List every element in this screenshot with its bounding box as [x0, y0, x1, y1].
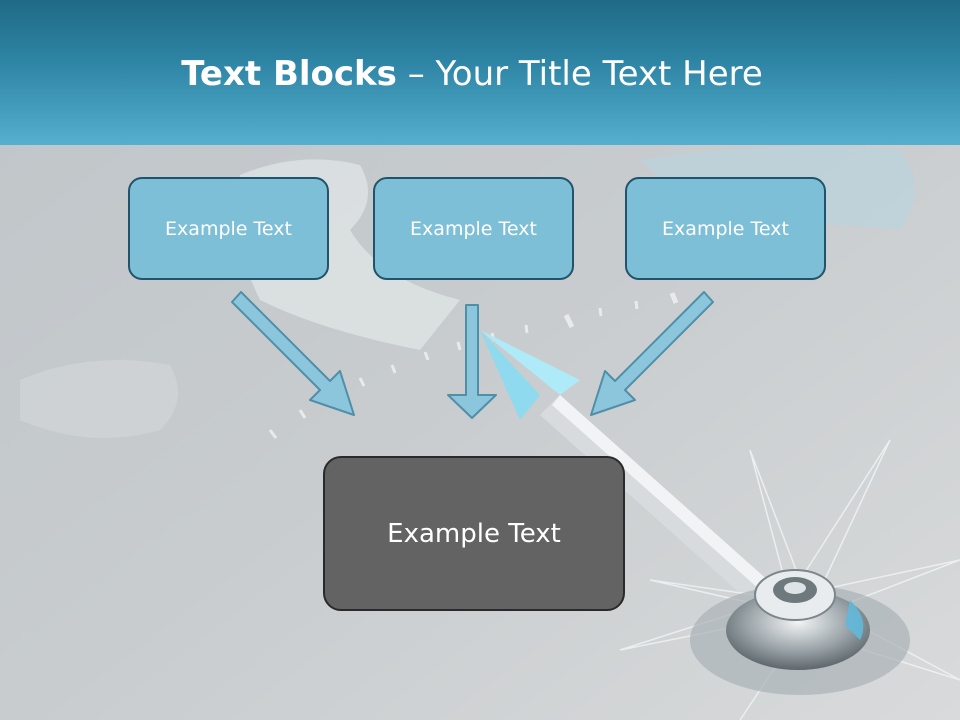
- main-block-label: Example Text: [387, 518, 561, 549]
- slide-title: Text Blocks – Your Title Text Here: [0, 52, 944, 96]
- text-block-label: Example Text: [662, 217, 789, 240]
- text-block-left[interactable]: Example Text: [128, 177, 329, 280]
- text-block-main[interactable]: Example Text: [323, 456, 625, 611]
- text-block-label: Example Text: [165, 217, 292, 240]
- text-block-center[interactable]: Example Text: [373, 177, 574, 280]
- title-dash: –: [396, 54, 436, 94]
- text-block-label: Example Text: [410, 217, 537, 240]
- title-rest-part: Your Title Text Here: [435, 54, 763, 94]
- title-bold-part: Text Blocks: [181, 54, 397, 94]
- title-bar: [0, 0, 960, 145]
- text-block-right[interactable]: Example Text: [625, 177, 826, 280]
